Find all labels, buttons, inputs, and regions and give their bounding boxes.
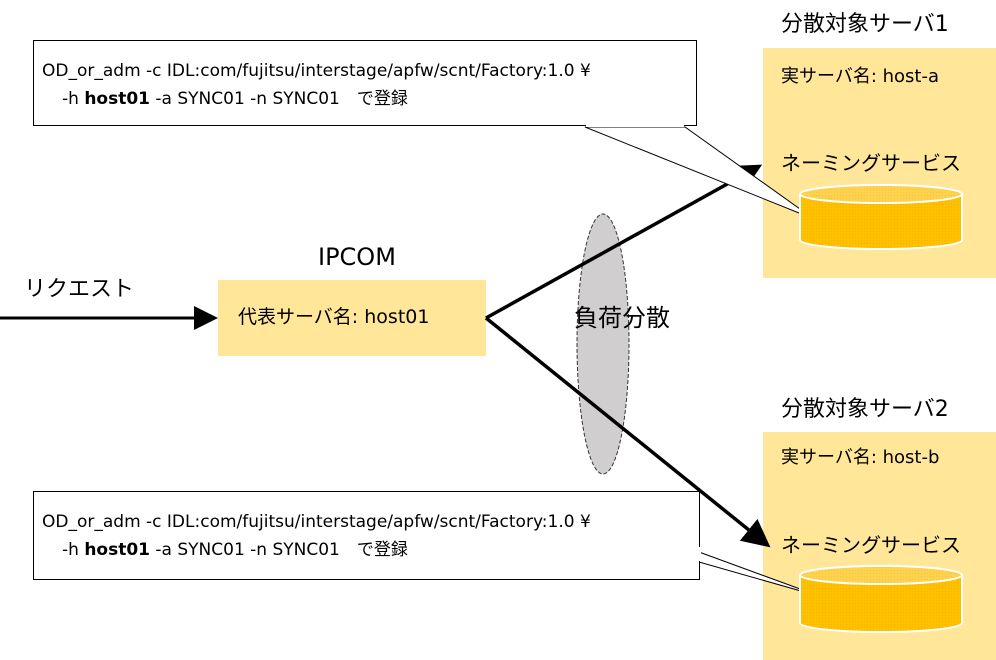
callout2-pointer-gap (698, 547, 701, 561)
naming-service-db1-icon (799, 184, 963, 250)
request-label: リクエスト (24, 277, 135, 302)
server1-real-name: 実サーバ名: host-a (781, 66, 939, 87)
callout1-line2: -h host01 -a SYNC01 -n SYNC01 で登録 (62, 89, 408, 109)
ipcom-representative-name: 代表サーバ名: host01 (238, 306, 430, 328)
server2-naming-service-label: ネーミングサービス (781, 533, 961, 557)
callout1-line1: OD_or_adm -c IDL:com/fujitsu/interstage/… (42, 61, 591, 81)
callout2-box: OD_or_adm -c IDL:com/fujitsu/interstage/… (33, 491, 700, 580)
callout2-host-bold: host01 (84, 540, 150, 560)
distribute-arrow-server1 (485, 164, 763, 320)
callout1-pointer (584, 126, 815, 220)
naming-service-db2-icon (799, 565, 963, 633)
callout2-text: OD_or_adm -c IDL:com/fujitsu/interstage/… (42, 508, 591, 564)
load-balance-ellipse (576, 213, 630, 475)
callout2-line1: OD_or_adm -c IDL:com/fujitsu/interstage/… (42, 512, 591, 532)
callout2-line2: -h host01 -a SYNC01 -n SYNC01 で登録 (62, 540, 408, 560)
callout1-host-bold: host01 (84, 89, 150, 109)
server2-title: 分散対象サーバ2 (781, 397, 949, 422)
ipcom-box (218, 280, 486, 356)
server1-title: 分散対象サーバ1 (781, 12, 949, 37)
callout1-text: OD_or_adm -c IDL:com/fujitsu/interstage/… (42, 57, 591, 113)
load-balance-label: 負荷分散 (574, 304, 670, 332)
distribute-arrow-server2 (484, 316, 771, 548)
callout1-pointer-gap (586, 124, 684, 127)
server1-naming-service-label: ネーミングサービス (781, 151, 961, 175)
ipcom-title: IPCOM (318, 243, 396, 271)
callout1-box: OD_or_adm -c IDL:com/fujitsu/interstage/… (33, 40, 697, 126)
server2-real-name: 実サーバ名: host-b (781, 447, 940, 468)
